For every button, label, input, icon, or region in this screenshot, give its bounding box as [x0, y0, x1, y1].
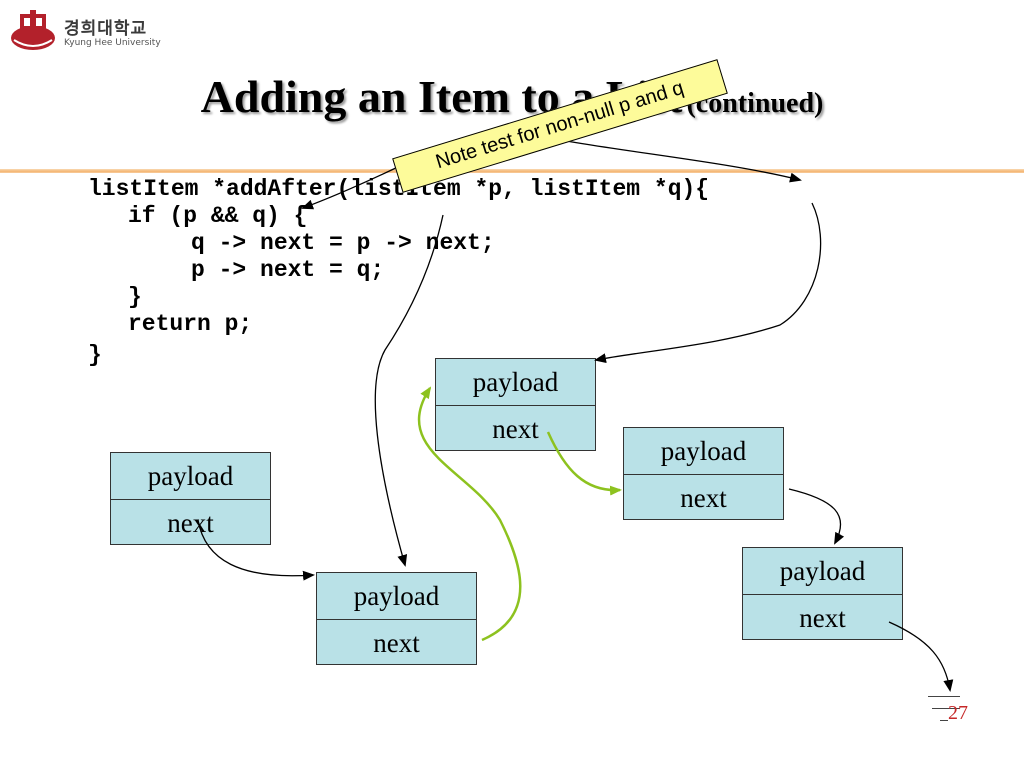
page-number-decoration	[928, 696, 964, 726]
next-field: next	[680, 483, 727, 513]
code-line: }	[128, 284, 142, 310]
link-after-to-tail	[788, 488, 845, 545]
next-field: next	[167, 508, 214, 538]
kyung-hee-emblem-icon	[11, 10, 55, 50]
next-field: next	[799, 603, 846, 633]
code-block: listItem *addAfter(listItem *p, listItem…	[88, 176, 709, 392]
p-pointer-arrow	[594, 202, 822, 364]
callout-pointer-p	[301, 165, 401, 210]
list-node-after-p: payload next	[623, 427, 784, 520]
payload-field: payload	[743, 548, 902, 595]
logo-english-text: Kyung Hee University	[64, 38, 161, 48]
q-pointer-arrow	[374, 214, 444, 567]
code-line: listItem *addAfter(listItem *p, listItem…	[88, 176, 710, 202]
payload-field: payload	[624, 428, 783, 475]
next-field: next	[492, 414, 539, 444]
link-p-to-after	[546, 431, 622, 496]
code-line: q -> next = p -> next;	[191, 230, 495, 256]
university-logo: 경희대학교 Kyung Hee University	[8, 8, 178, 54]
list-node-left: payload next	[110, 452, 271, 545]
code-line: p -> next = q;	[191, 257, 385, 283]
title-divider	[0, 169, 1024, 173]
link-new-to-p	[417, 386, 522, 642]
payload-field: payload	[111, 453, 270, 500]
link-left-to-new	[197, 519, 315, 581]
list-node-p: payload next	[435, 358, 596, 451]
code-line: if (p && q) {	[128, 203, 308, 229]
code-line: return p;	[128, 311, 253, 337]
code-line: }	[88, 342, 102, 368]
payload-field: payload	[436, 359, 595, 406]
next-field: next	[373, 628, 420, 658]
link-tail-to-end	[888, 621, 954, 692]
logo-korean-text: 경희대학교	[64, 19, 148, 39]
payload-field: payload	[317, 573, 476, 620]
page-number: 27	[948, 702, 968, 724]
list-node-new: payload next	[316, 572, 477, 665]
list-node-tail: payload next	[742, 547, 903, 640]
